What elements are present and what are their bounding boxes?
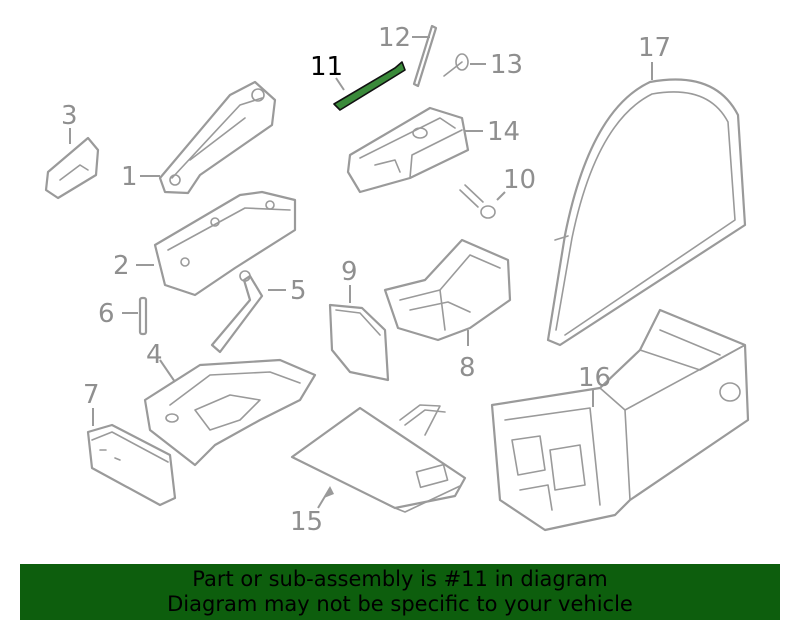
callout-10: 10 — [503, 165, 536, 195]
callout-16: 16 — [578, 363, 611, 393]
callout-6: 6 — [98, 299, 115, 329]
callout-14: 14 — [487, 117, 520, 147]
callout-7: 7 — [83, 380, 100, 410]
callout-3: 3 — [61, 101, 78, 131]
parts-diagram: 17 16 15 14 13 — [44, 23, 750, 537]
part-7-foam-block[interactable] — [86, 423, 177, 507]
callout-11: 11 — [310, 52, 343, 82]
callout-15: 15 — [290, 507, 323, 537]
callout-17: 17 — [638, 33, 671, 63]
callout-2: 2 — [113, 251, 130, 281]
callout-5: 5 — [290, 276, 307, 306]
part-9-bracket[interactable] — [328, 303, 390, 382]
part-17-wheel-cover[interactable] — [546, 78, 747, 347]
part-10-tow-eye[interactable] — [459, 184, 496, 219]
part-16-storage-tray[interactable] — [490, 308, 750, 532]
banner-line-1: Part or sub-assembly is #11 in diagram — [192, 567, 608, 591]
callout-12: 12 — [378, 23, 411, 53]
part-8-tray[interactable] — [383, 238, 512, 342]
part-14-foam-holder[interactable] — [346, 106, 470, 194]
part-15-booklet[interactable] — [290, 404, 467, 513]
banner-line-2: Diagram may not be specific to your vehi… — [167, 592, 633, 616]
callout-13: 13 — [490, 50, 523, 80]
fitment-notice-banner: Part or sub-assembly is #11 in diagram D… — [20, 564, 780, 620]
part-1-scissor-jack[interactable] — [158, 80, 277, 195]
part-4-jack-insert[interactable] — [143, 358, 317, 467]
callout-1: 1 — [121, 162, 138, 192]
part-2-jack-tray[interactable] — [153, 190, 297, 297]
callout-4: 4 — [146, 340, 163, 370]
part-12-rod[interactable] — [412, 24, 438, 88]
callout-8: 8 — [459, 353, 476, 383]
part-3-bracket[interactable] — [44, 136, 100, 200]
part-5-wrench[interactable] — [210, 270, 264, 354]
part-6-pin[interactable] — [138, 296, 148, 336]
part-13-hook[interactable] — [443, 53, 469, 77]
callout-9: 9 — [341, 257, 358, 287]
part-11-highlighted[interactable] — [333, 61, 406, 111]
